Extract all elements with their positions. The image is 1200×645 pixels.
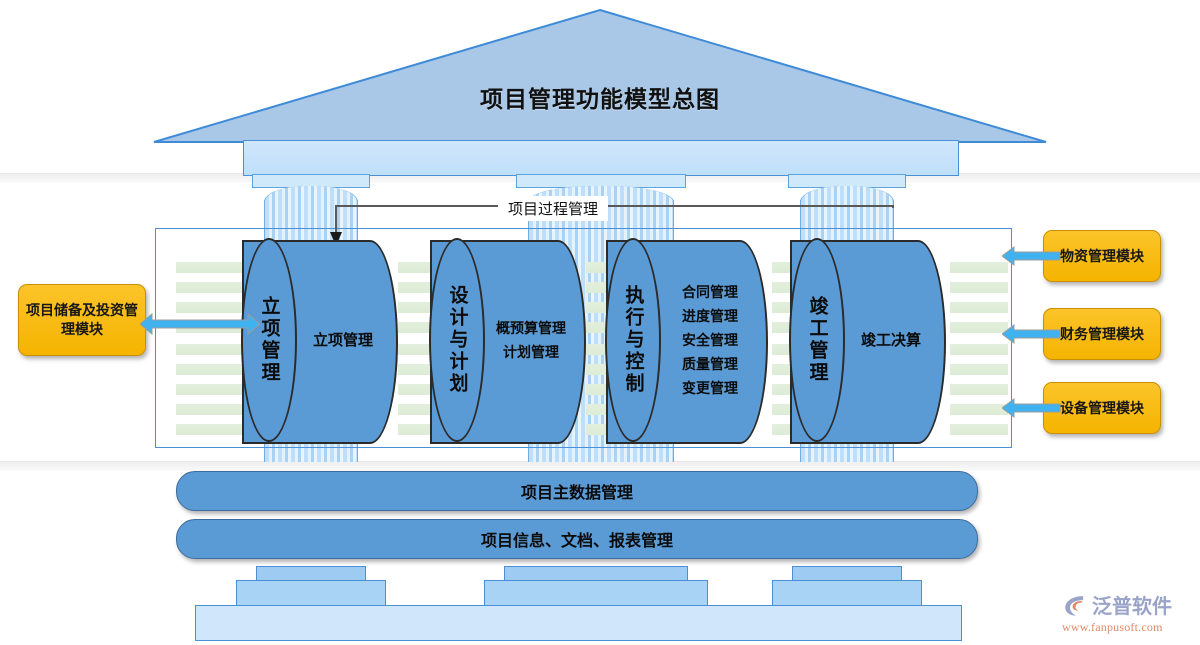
green-stripe bbox=[772, 322, 794, 333]
right-module-arrow-icon-1 bbox=[1002, 246, 1061, 266]
cylinder-item: 变更管理 bbox=[682, 380, 738, 396]
green-stripe bbox=[950, 322, 1008, 333]
module-label: 财务管理模块 bbox=[1060, 325, 1144, 342]
green-stripe bbox=[398, 404, 434, 415]
left-module-arrow-icon bbox=[140, 312, 260, 336]
green-stripe bbox=[398, 364, 434, 375]
cylinder-cap-label: 执行与控制 bbox=[622, 285, 644, 395]
pillar-2-base-lower bbox=[484, 580, 708, 608]
page-title: 项目管理功能模型总图 bbox=[480, 86, 720, 112]
cylinder-cap: 设计与计划 bbox=[429, 238, 485, 442]
cylinder-item: 安全管理 bbox=[682, 332, 738, 348]
green-stripe bbox=[586, 424, 610, 435]
green-stripe bbox=[772, 384, 794, 395]
green-stripe bbox=[586, 344, 610, 355]
cylinder-cap: 立项管理 bbox=[241, 238, 297, 442]
pillar-3-base-lower bbox=[772, 580, 922, 608]
green-stripe bbox=[398, 344, 434, 355]
module-label: 物资管理模块 bbox=[1060, 247, 1144, 264]
green-stripe bbox=[176, 364, 246, 375]
fanpu-logo-icon bbox=[1065, 595, 1084, 616]
cylinder-items: 概预算管理 计划管理 bbox=[486, 240, 576, 440]
process-connector bbox=[330, 205, 894, 246]
green-stripe bbox=[176, 424, 246, 435]
green-stripe bbox=[950, 424, 1008, 435]
process-management-label: 项目过程管理 bbox=[498, 196, 609, 221]
roof-pediment: 项目管理功能模型总图 bbox=[150, 6, 1050, 146]
green-stripe bbox=[586, 282, 610, 293]
foundation-plinth bbox=[195, 605, 962, 641]
lower-grey-band bbox=[0, 461, 1200, 471]
green-stripe bbox=[176, 282, 246, 293]
cylinder-sheji-yu-jihua[interactable]: 概预算管理 计划管理 设计与计划 bbox=[429, 238, 586, 444]
cylinder-cap: 执行与控制 bbox=[605, 238, 661, 442]
cylinder-item: 概预算管理 bbox=[496, 320, 566, 336]
green-stripe bbox=[176, 262, 246, 273]
cylinder-lixiang[interactable]: 立项管理 立项管理 bbox=[241, 238, 398, 444]
green-stripe bbox=[176, 404, 246, 415]
green-stripe bbox=[586, 302, 610, 313]
module-box-project-reserve-investment[interactable]: 项目储备及投资管理模块 bbox=[18, 284, 146, 356]
green-stripe bbox=[398, 262, 434, 273]
green-stripe bbox=[772, 404, 794, 415]
logo-name: 泛普软件 bbox=[1092, 596, 1172, 618]
green-stripe bbox=[950, 262, 1008, 273]
right-module-arrow-icon-2 bbox=[1002, 324, 1061, 344]
cylinder-item: 合同管理 bbox=[682, 284, 738, 300]
module-box-equipment-management[interactable]: 设备管理模块 bbox=[1043, 382, 1161, 434]
green-stripe bbox=[586, 262, 610, 273]
cylinder-item: 立项管理 bbox=[312, 331, 373, 349]
green-stripe bbox=[950, 282, 1008, 293]
green-stripe bbox=[176, 344, 246, 355]
cylinder-cap-label: 立项管理 bbox=[258, 296, 280, 384]
foundation-bar-master-data[interactable]: 项目主数据管理 bbox=[176, 471, 978, 511]
foundation-bar-label: 项目主数据管理 bbox=[520, 485, 633, 502]
green-stripe bbox=[586, 404, 610, 415]
pillar-1-base-lower bbox=[236, 580, 386, 608]
cylinder-items: 竣工决算 bbox=[846, 240, 936, 440]
cylinder-cap-label: 设计与计划 bbox=[446, 285, 468, 395]
green-stripe bbox=[950, 404, 1008, 415]
green-stripe bbox=[398, 424, 434, 435]
green-stripe bbox=[950, 364, 1008, 375]
right-module-arrow-icon-3 bbox=[1002, 398, 1061, 418]
green-stripe bbox=[772, 302, 794, 313]
green-stripe bbox=[772, 262, 794, 273]
green-stripe bbox=[772, 344, 794, 355]
green-stripe bbox=[772, 282, 794, 293]
green-stripe bbox=[176, 384, 246, 395]
cylinder-item: 质量管理 bbox=[682, 356, 738, 372]
brand-logo: 泛普软件 www.fanpusoft.com bbox=[1062, 590, 1194, 638]
cylinder-items: 合同管理 进度管理 安全管理 质量管理 变更管理 bbox=[662, 240, 758, 440]
cylinder-item: 竣工决算 bbox=[860, 331, 921, 349]
foundation-bar-label: 项目信息、文档、报表管理 bbox=[480, 533, 673, 550]
green-stripe bbox=[950, 302, 1008, 313]
cylinder-cap: 竣工管理 bbox=[789, 238, 845, 442]
green-stripe bbox=[586, 364, 610, 375]
module-label: 项目储备及投资管理模块 bbox=[26, 302, 138, 337]
green-stripe bbox=[176, 302, 246, 313]
green-stripe bbox=[398, 282, 434, 293]
green-stripe bbox=[772, 364, 794, 375]
green-stripe bbox=[586, 322, 610, 333]
logo-row: 泛普软件 bbox=[1062, 590, 1194, 619]
logo-url: www.fanpusoft.com bbox=[1062, 620, 1163, 634]
cylinder-items: 立项管理 bbox=[298, 240, 388, 440]
green-stripe bbox=[398, 384, 434, 395]
cylinder-item: 进度管理 bbox=[682, 308, 738, 324]
green-stripe bbox=[950, 384, 1008, 395]
cylinder-jungong-guanli[interactable]: 竣工决算 竣工管理 bbox=[789, 238, 946, 444]
module-box-material-management[interactable]: 物资管理模块 bbox=[1043, 230, 1161, 282]
green-stripe bbox=[586, 384, 610, 395]
green-stripe bbox=[398, 322, 434, 333]
cylinder-zhixing-yu-kongzhi[interactable]: 合同管理 进度管理 安全管理 质量管理 变更管理 执行与控制 bbox=[605, 238, 768, 444]
green-stripe bbox=[950, 344, 1008, 355]
module-box-finance-management[interactable]: 财务管理模块 bbox=[1043, 308, 1161, 360]
cylinder-cap-label: 竣工管理 bbox=[806, 296, 828, 384]
green-stripe bbox=[398, 302, 434, 313]
foundation-bar-info-doc-report[interactable]: 项目信息、文档、报表管理 bbox=[176, 519, 978, 559]
module-label: 设备管理模块 bbox=[1060, 399, 1144, 416]
cylinder-item: 计划管理 bbox=[503, 344, 559, 360]
green-stripe bbox=[772, 424, 794, 435]
